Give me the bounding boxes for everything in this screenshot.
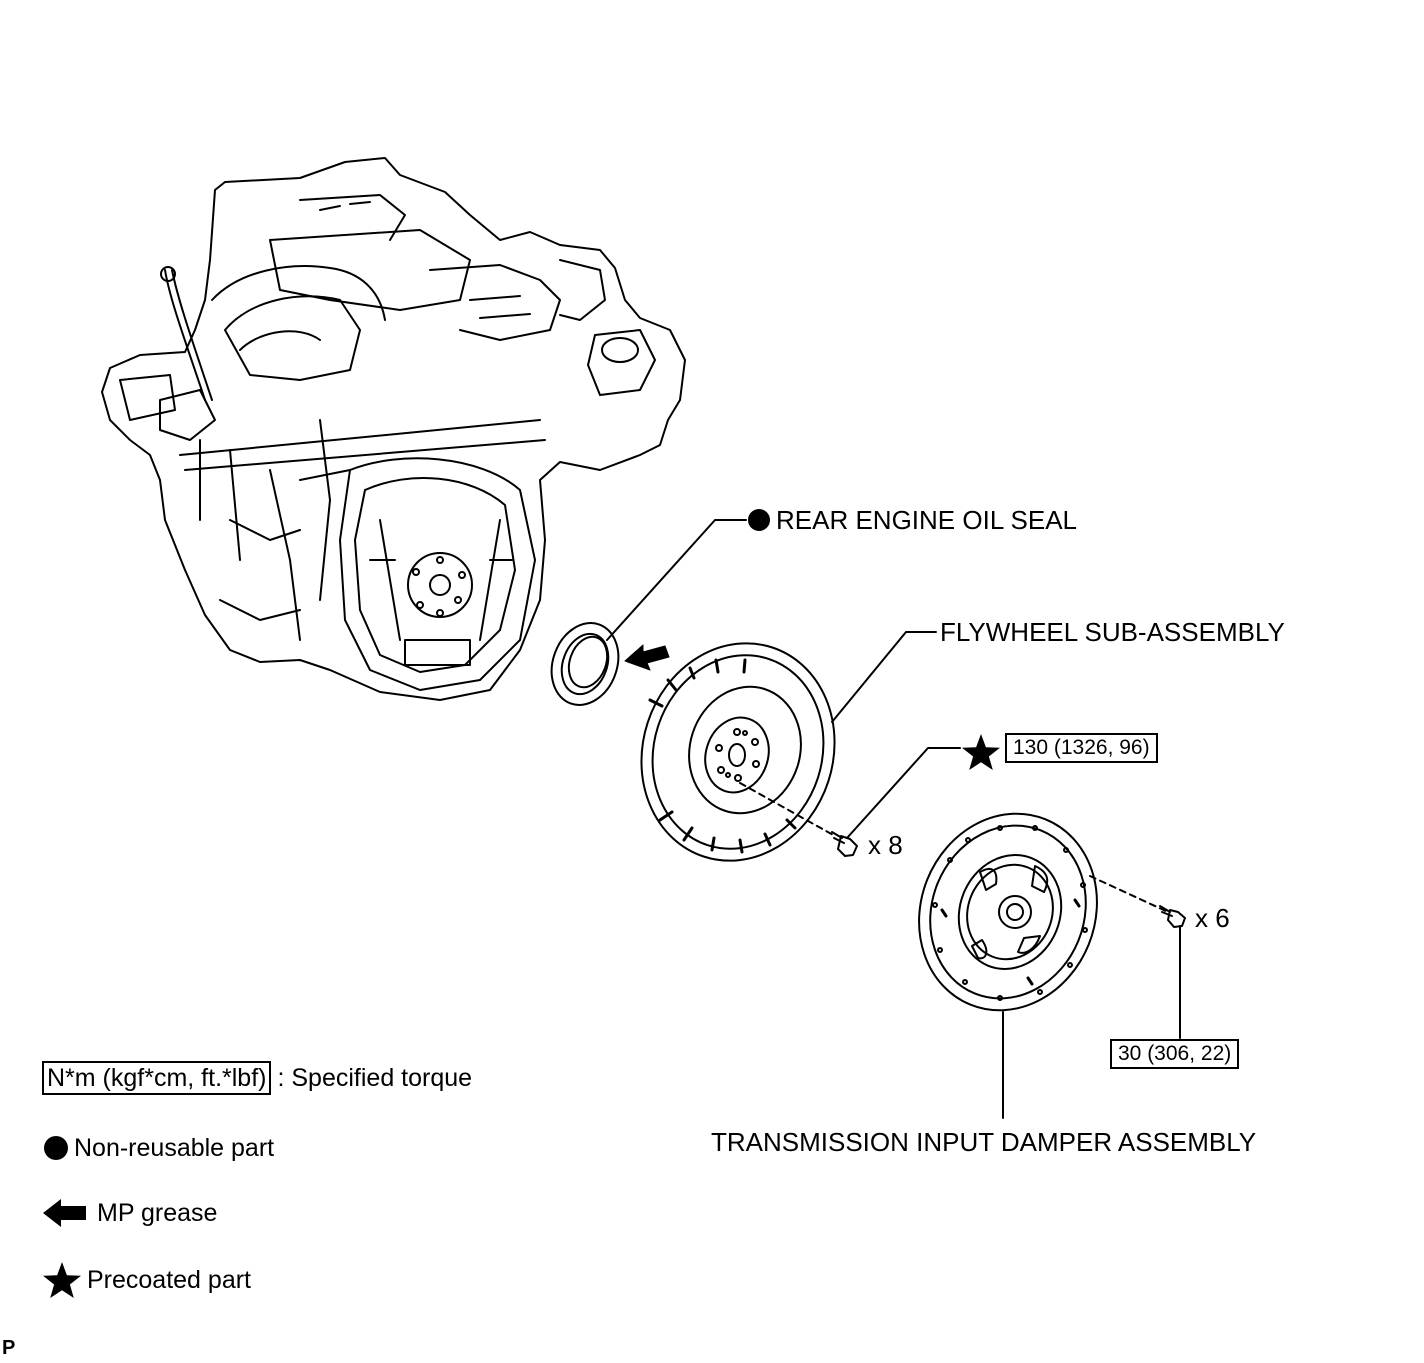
- legend-mp-grease-text: MP grease: [97, 1199, 218, 1227]
- oil-seal-label: REAR ENGINE OIL SEAL: [776, 505, 1078, 535]
- oil-seal-drawing: [550, 622, 620, 706]
- legend-precoated-text: Precoated part: [87, 1266, 251, 1294]
- flywheel-bolt-drawing: [831, 831, 858, 857]
- legend-non-reusable-text: Non-reusable part: [74, 1134, 275, 1162]
- non-reusable-icon: [748, 509, 770, 531]
- precoated-star-icon: [962, 734, 1000, 770]
- flywheel-torque-box: 130 (1326, 96): [1005, 733, 1158, 763]
- damper-bolt-drawing: [1159, 905, 1186, 928]
- corner-mark: P: [2, 1337, 16, 1359]
- engine-assembly: [101, 157, 686, 701]
- flywheel-drawing: [640, 642, 836, 862]
- damper-bolt-dashline: [1089, 875, 1169, 913]
- damper-torque-box: 30 (306, 22): [1110, 1039, 1240, 1069]
- legend-precoated-star-icon: [43, 1262, 81, 1298]
- flywheel-bolt-leader: [846, 747, 961, 839]
- legend-torque-text: : Specified torque: [277, 1063, 473, 1092]
- damper-drawing: [918, 812, 1098, 1012]
- damper-bolt-count: x 6: [1195, 903, 1230, 933]
- mp-grease-arrow-icon: [624, 644, 670, 671]
- damper-label: TRANSMISSION INPUT DAMPER ASSEMBLY: [711, 1127, 1257, 1157]
- flywheel-label: FLYWHEEL SUB-ASSEMBLY: [940, 617, 1285, 647]
- oil-seal-leader: [606, 519, 747, 641]
- legend-non-reusable-icon: [44, 1136, 68, 1160]
- flywheel-bolt-dashline: [739, 782, 836, 837]
- flywheel-leader: [831, 631, 937, 723]
- flywheel-bolt-count: x 8: [868, 830, 903, 860]
- legend-torque-box: N*m (kgf*cm, ft.*lbf): [42, 1061, 272, 1095]
- legend-torque-row: N*m (kgf*cm, ft.*lbf) : Specified torque: [42, 1061, 472, 1095]
- legend-mp-grease-arrow-icon: [43, 1199, 86, 1227]
